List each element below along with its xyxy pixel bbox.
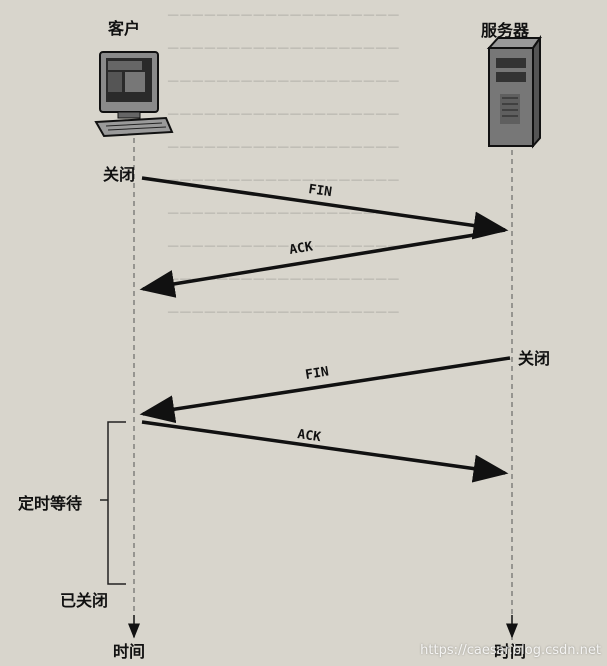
watermark-text: https://caesar.blog.csdn.net [420, 643, 601, 658]
ack-label-1: ACK [288, 239, 314, 258]
client-time-label: 时间 [113, 642, 146, 661]
fin-label-1: FIN [307, 182, 333, 200]
client-label: 客户 [108, 19, 141, 38]
closed-label: 已关闭 [60, 591, 109, 610]
server-time-label: 时间 [494, 642, 527, 661]
server-close-label: 关闭 [518, 349, 551, 368]
server-label: 服务器 [481, 21, 530, 40]
timed-wait-label: 定时等待 [18, 494, 83, 513]
ack-arrow-server-to-client [139, 228, 506, 298]
client-close-label: 关闭 [103, 165, 136, 184]
fin-label-2: FIN [304, 364, 330, 383]
fin-arrow-client-to-server [141, 176, 509, 240]
server-icon [486, 34, 542, 149]
timed-wait-bracket [107, 421, 126, 585]
fin-arrow-server-to-client [139, 356, 511, 424]
ack-arrow-client-to-server [141, 420, 509, 483]
computer-icon [94, 51, 174, 138]
ack-label-2: ACK [296, 427, 322, 445]
